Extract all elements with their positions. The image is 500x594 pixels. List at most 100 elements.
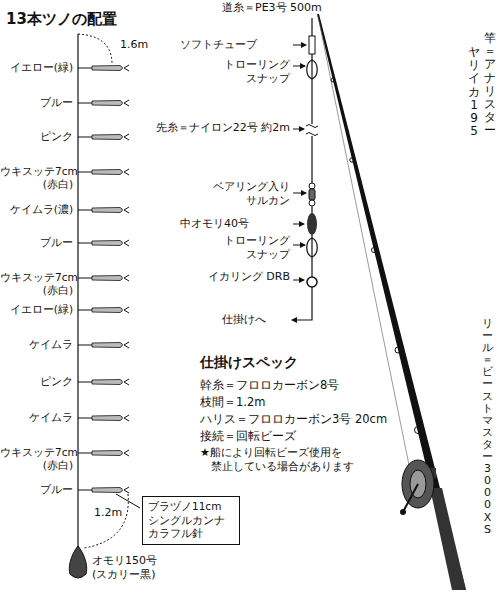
- squid-lure: [92, 135, 123, 140]
- dimension-label: 1.2m: [94, 506, 122, 520]
- swivel-eye: [309, 183, 315, 189]
- sinker: [69, 546, 86, 578]
- lure-color-label: ウキスッテ7cm (赤白): [0, 446, 73, 472]
- branch-line: [78, 453, 92, 454]
- lure-hook: [124, 487, 129, 493]
- lure-hook: [124, 342, 129, 348]
- rod-line: [318, 16, 410, 470]
- spec-heading: 仕掛けスペック: [200, 354, 298, 372]
- lure-hook: [124, 307, 129, 313]
- lure-color-label: ピンク: [0, 375, 73, 388]
- lure-color-label: ケイムラ: [0, 411, 73, 424]
- part-label: ベアリング入り サルカン: [180, 180, 290, 208]
- lure-hook: [124, 379, 129, 385]
- lure-color-label: ブルー: [0, 483, 73, 496]
- lure-color-label: ウキスッテ7cm (赤白): [0, 165, 73, 191]
- line-break-mark: [306, 125, 318, 136]
- reel-label: リール＝ビーストマスター3000XS: [482, 318, 493, 536]
- part-label: トローリング スナップ: [200, 234, 290, 262]
- branch-line: [78, 172, 92, 173]
- middle-sinker: [307, 213, 317, 235]
- lure-hook: [124, 240, 129, 246]
- part-label: 仕掛けへ: [222, 313, 266, 327]
- squid-lure: [92, 343, 123, 348]
- lure-hook: [124, 169, 129, 175]
- spec-line: 枝間＝1.2m: [200, 395, 266, 409]
- lure-group: [78, 65, 129, 493]
- branch-line: [78, 310, 92, 311]
- dimension-arc: [78, 34, 112, 64]
- ring: [307, 277, 317, 287]
- lure-color-label: ウキスッテ7cm (赤白): [0, 271, 73, 297]
- lure-color-label: ケイムラ: [0, 338, 73, 351]
- leader-line-main: [292, 18, 312, 320]
- part-label: 中オモリ40号: [180, 217, 249, 231]
- squid-lure: [92, 308, 123, 313]
- lure-color-label: イエロー(緑): [0, 303, 73, 316]
- lure-hook: [124, 207, 129, 213]
- dimension-label: 1.6m: [120, 38, 148, 52]
- spec-line: 幹糸＝フロロカーボン8号: [200, 378, 339, 392]
- main-line: [77, 34, 78, 548]
- lure-hook: [124, 275, 129, 281]
- lure-hook: [124, 450, 129, 456]
- branch-line: [78, 490, 92, 491]
- lure-color-label: ブルー: [0, 96, 73, 109]
- lure-note-box: ブラヅノ11cm シングルカンナ カラフル針: [142, 496, 240, 545]
- squid-lure: [92, 66, 123, 71]
- squid-lure: [92, 170, 123, 175]
- branch-line: [78, 68, 92, 69]
- part-label: ソフトチューブ: [180, 38, 257, 52]
- squid-lure: [92, 451, 123, 456]
- spec-line: ハリス＝フロロカーボン3号 20cm: [200, 412, 387, 426]
- lure-hook: [124, 100, 129, 106]
- rod-guides: [331, 78, 422, 434]
- lure-color-label: ケイムラ(濃): [0, 203, 73, 216]
- spec-line: 接続＝回転ビーズ: [200, 429, 296, 443]
- part-label: イカリング DRB: [200, 270, 290, 284]
- branch-line: [78, 243, 92, 244]
- box-text: ブラヅノ11cm シングルカンナ カラフル針: [148, 500, 234, 541]
- snap: [307, 238, 318, 257]
- lure-color-label: ブルー: [0, 236, 73, 249]
- squid-lure: [92, 276, 123, 281]
- branch-line: [78, 210, 92, 211]
- lure-hook: [124, 65, 129, 71]
- rod-label: ヤリイカ195: [468, 46, 480, 138]
- rod: [317, 14, 466, 590]
- lure-hook: [124, 134, 129, 140]
- lure-hook: [124, 415, 129, 421]
- squid-lure: [92, 241, 123, 246]
- snap: [307, 60, 318, 79]
- sinker-label: オモリ150号 (スカリー黒): [92, 554, 202, 582]
- squid-lure: [92, 380, 123, 385]
- squid-lure: [92, 101, 123, 106]
- branch-line: [78, 103, 92, 104]
- part-label: トローリング スナップ: [200, 58, 290, 86]
- leader-arrows: [293, 45, 306, 280]
- lure-color-label: イエロー(緑): [0, 61, 73, 74]
- leader-line: [116, 494, 140, 508]
- diagram-title: 13本ツノの配置: [6, 10, 117, 29]
- swivel: [309, 189, 315, 200]
- reel: [400, 460, 436, 515]
- spec-note: ★船により回転ビーズ使用を 禁止している場合があります: [200, 446, 386, 474]
- rod-grip: [430, 488, 466, 590]
- swivel-eye: [309, 200, 315, 206]
- branch-line: [78, 137, 92, 138]
- lure-color-label: ピンク: [0, 130, 73, 143]
- branch-line: [78, 278, 92, 279]
- branch-line: [78, 382, 92, 383]
- branch-line: [78, 418, 92, 419]
- soft-tube: [309, 36, 315, 54]
- part-label: 先糸＝ナイロン22号 約2m: [140, 121, 290, 135]
- squid-lure: [92, 416, 123, 421]
- rod-label: 竿＝アナリスター: [484, 32, 496, 138]
- branch-line: [78, 345, 92, 346]
- line-spec-label: 道糸＝PE3号 500m: [222, 1, 322, 15]
- squid-lure: [92, 208, 123, 213]
- dimension-arc: [84, 494, 128, 548]
- line-break: [306, 124, 318, 136]
- squid-lure: [92, 488, 123, 493]
